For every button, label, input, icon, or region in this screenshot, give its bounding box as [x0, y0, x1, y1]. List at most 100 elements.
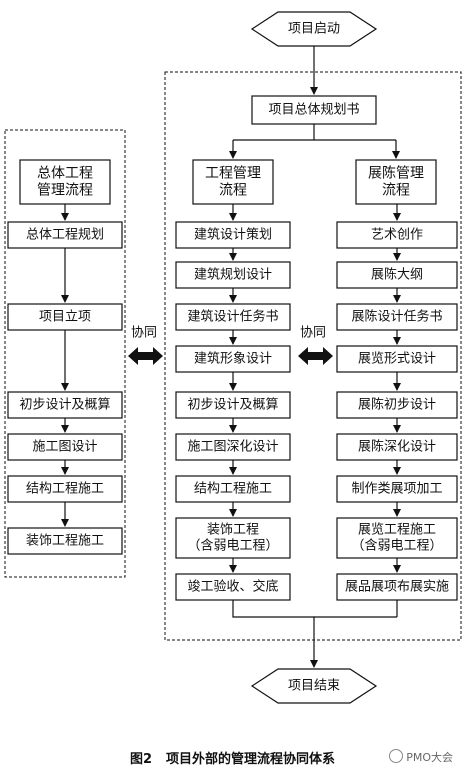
middle-step-2: 建筑规划设计: [175, 261, 291, 289]
node-label: 展览工程施工: [358, 522, 436, 538]
node-label: 建筑形象设计: [194, 351, 272, 367]
right-step-6: 展陈深化设计: [336, 433, 458, 461]
middle-step-1: 建筑设计策划: [175, 221, 291, 249]
overall-process-frame: [4, 129, 126, 578]
left-step-1: 总体工程规划: [7, 221, 123, 249]
node-box: [7, 303, 123, 331]
node-box: [7, 433, 123, 461]
node-label: 展陈初步设计: [358, 397, 436, 413]
node-label: 建筑规划设计: [194, 267, 272, 283]
node-box: [336, 345, 458, 373]
node-box: [175, 345, 291, 373]
node-label: 项目启动: [288, 22, 340, 37]
node-label: 建筑设计任务书: [187, 309, 278, 325]
start-node: 项目启动: [250, 11, 378, 47]
sync-label: 协同: [300, 326, 326, 341]
node-label: 艺术创作: [371, 228, 423, 243]
node-label: 展览形式设计: [358, 351, 436, 367]
node-box: [175, 303, 291, 331]
sync-label: 协同: [131, 326, 157, 341]
node-label: 装饰工程施工: [26, 534, 104, 549]
right-step-7: 制作类展项加工: [336, 475, 458, 503]
right-step-2: 展陈大纲: [336, 261, 458, 289]
node-label: 项目总体规划书: [268, 103, 359, 118]
node-label: 总体工程: [37, 165, 93, 181]
node-box: [336, 517, 458, 559]
double-arrow-icon: [128, 347, 163, 365]
end-node: 项目结束: [250, 668, 378, 704]
node-label: 展品展项布展实施: [345, 580, 449, 595]
node-box: [192, 159, 274, 205]
right-step-8: 展览工程施工（含弱电工程）: [336, 517, 458, 559]
node-box: [336, 573, 458, 601]
left-step-2: 项目立项: [7, 303, 123, 331]
middle-step-8: 装饰工程（含弱电工程）: [175, 517, 291, 559]
right-step-4: 展览形式设计: [336, 345, 458, 373]
node-label: 项目结束: [288, 679, 340, 694]
middle-step-9: 竣工验收、交底: [175, 573, 291, 601]
node-box: [336, 475, 458, 503]
left-step-6: 装饰工程施工: [7, 527, 123, 555]
node-label: 建筑设计策划: [194, 227, 272, 243]
node-box: [175, 475, 291, 503]
node-box: [336, 391, 458, 419]
node-box: [175, 261, 291, 289]
node-label: （含弱电工程）: [187, 537, 278, 553]
node-box: [7, 527, 123, 555]
node-label: 总体工程规划: [26, 228, 104, 243]
node-label: 流程: [382, 183, 410, 199]
watermark: PMO大会: [389, 749, 453, 765]
node-label: 展陈管理: [368, 164, 424, 181]
left-step-5: 结构工程施工: [7, 475, 123, 503]
right-step-1: 艺术创作: [336, 221, 458, 249]
node-box: [336, 303, 458, 331]
node-label: 项目立项: [39, 310, 91, 325]
figure-number: 图2: [129, 752, 153, 767]
middle-step-7: 结构工程施工: [175, 475, 291, 503]
node-label: 展陈大纲: [371, 267, 423, 283]
figure-caption: 图2 项目外部的管理流程协同体系: [0, 748, 465, 772]
watermark-text: PMO大会: [406, 751, 453, 764]
middle-step-4: 建筑形象设计: [175, 345, 291, 373]
right-step-5: 展陈初步设计: [336, 391, 458, 419]
chat-icon: [389, 749, 404, 763]
node-box: [175, 433, 291, 461]
node-box: [336, 433, 458, 461]
node-label: 初步设计及概算: [19, 398, 110, 413]
double-arrow-icon: [298, 347, 333, 365]
node-box: [175, 517, 291, 559]
left-step-3: 初步设计及概算: [7, 391, 123, 419]
left-step-4: 施工图设计: [7, 433, 123, 461]
node-box: [251, 95, 377, 125]
figure-title: 项目外部的管理流程协同体系: [166, 752, 336, 767]
middle-step-3: 建筑设计任务书: [175, 303, 291, 331]
node-label: 结构工程施工: [26, 482, 104, 497]
sync-arrow-left: [128, 347, 163, 365]
flow-arrow: [232, 600, 318, 668]
node-label: 竣工验收、交底: [187, 579, 278, 595]
node-label: 流程: [219, 183, 247, 199]
node-label: 初步设计及概算: [187, 398, 278, 413]
node-label: 施工图深化设计: [187, 440, 278, 455]
sync-arrow-right: [298, 347, 333, 365]
node-box: [355, 159, 437, 205]
node-box: [7, 391, 123, 419]
node-box: [19, 159, 111, 205]
plan-node: 项目总体规划书: [251, 95, 377, 125]
node-label: 工程管理: [205, 165, 261, 181]
node-box: [336, 221, 458, 249]
node-label: 装饰工程: [207, 523, 259, 538]
terminal-shape: [250, 668, 378, 704]
right-step-3: 展陈设计任务书: [336, 303, 458, 331]
node-label: 施工图设计: [32, 440, 97, 455]
node-box: [7, 221, 123, 249]
middle-step-6: 施工图深化设计: [175, 433, 291, 461]
node-label: 展陈设计任务书: [351, 309, 442, 325]
node-label: （含弱电工程）: [351, 537, 442, 553]
node-label: 结构工程施工: [194, 482, 272, 497]
node-box: [7, 475, 123, 503]
